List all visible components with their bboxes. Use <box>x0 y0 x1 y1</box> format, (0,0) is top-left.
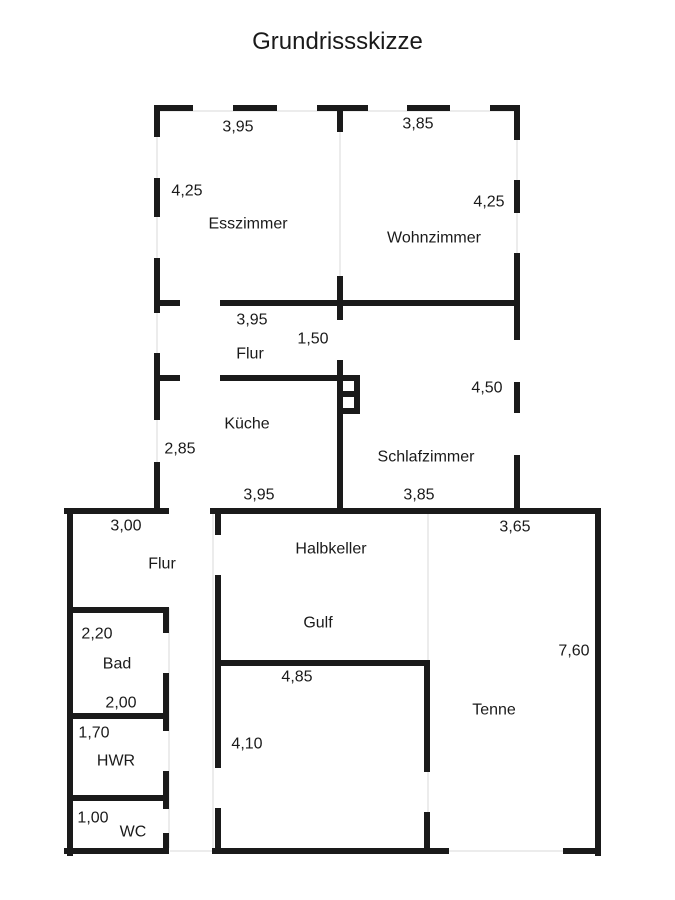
wall-segment <box>154 353 160 420</box>
dimension-label: 7,60 <box>558 643 589 660</box>
wall-segment <box>490 105 520 111</box>
dimension-label: 3,85 <box>402 116 433 133</box>
wall-segment <box>514 180 520 213</box>
room-name-flur: Flur <box>236 346 264 363</box>
wall-segment <box>67 607 169 613</box>
room-name-kueche: Küche <box>224 416 269 433</box>
wall-segment <box>340 391 360 397</box>
wall-segment <box>337 105 343 132</box>
wall-segment <box>163 833 169 854</box>
wall-segment <box>220 300 520 306</box>
wall-segment <box>64 848 169 854</box>
dimension-label: 2,00 <box>105 695 136 712</box>
wall-segment <box>154 258 160 313</box>
dimension-label: 3,65 <box>499 519 530 536</box>
room-name-wohnzimmer: Wohnzimmer <box>387 230 482 247</box>
wall-segment <box>514 105 520 140</box>
wall-segment <box>424 660 430 772</box>
dimension-label: 4,50 <box>471 380 502 397</box>
wall-segment <box>424 812 430 854</box>
room-name-gulf: Gulf <box>303 615 333 632</box>
dimension-label: 1,50 <box>297 331 328 348</box>
wall-segment <box>354 375 360 414</box>
wall-segment <box>233 105 277 111</box>
wall-segment <box>215 808 221 854</box>
dimension-label: 3,00 <box>110 518 141 535</box>
wall-segment <box>154 462 160 511</box>
wall-segment <box>67 795 169 801</box>
wall-segment <box>215 575 221 768</box>
room-name-bad: Bad <box>103 656 131 673</box>
wall-segment <box>514 382 520 413</box>
room-name-hwr: HWR <box>97 753 135 770</box>
dimension-label: 1,70 <box>78 725 109 742</box>
room-name-flur-unten: Flur <box>148 556 176 573</box>
wall-segment <box>595 508 601 856</box>
dimension-label: 3,95 <box>243 487 274 504</box>
wall-segment <box>340 375 360 381</box>
dimension-label: 3,85 <box>403 487 434 504</box>
dimension-label: 3,95 <box>236 312 267 329</box>
dimension-label: 2,85 <box>164 441 195 458</box>
wall-segment <box>64 508 169 514</box>
wall-segment <box>215 508 221 535</box>
page-title: Grundrissskizze <box>252 28 423 55</box>
wall-segment <box>154 105 160 137</box>
wall-segment <box>67 713 169 719</box>
wall-segment <box>514 253 520 340</box>
wall-segment <box>407 105 450 111</box>
room-name-halbkeller: Halbkeller <box>295 541 367 558</box>
wall-segment <box>337 360 343 511</box>
wall-segment <box>212 848 449 854</box>
dimension-label: 4,10 <box>231 736 262 753</box>
wall-segment <box>163 673 169 731</box>
wall-segment <box>210 508 601 514</box>
room-name-schlafzimmer: Schlafzimmer <box>378 449 476 466</box>
walls <box>64 105 601 856</box>
dimension-label: 1,00 <box>77 810 108 827</box>
dimension-label: 3,95 <box>222 119 253 136</box>
wall-segment <box>154 178 160 217</box>
wall-segment <box>154 300 180 306</box>
room-name-esszimmer: Esszimmer <box>208 216 288 233</box>
room-name-tenne: Tenne <box>472 702 516 719</box>
wall-segment <box>154 105 193 111</box>
wall-segment <box>163 771 169 809</box>
wall-segment <box>514 455 520 511</box>
dimension-label: 4,25 <box>473 194 504 211</box>
dimension-label: 2,20 <box>81 626 112 643</box>
wall-segment <box>154 375 180 381</box>
dimension-label: 4,25 <box>171 183 202 200</box>
wall-segment <box>163 607 169 633</box>
wall-segment <box>67 508 73 856</box>
wall-segment <box>220 375 342 381</box>
wall-segment <box>563 848 601 854</box>
dimension-label: 4,85 <box>281 669 312 686</box>
wall-segment <box>337 276 343 320</box>
room-name-wc: WC <box>120 824 147 841</box>
wall-segment <box>218 660 430 666</box>
wall-segment <box>340 408 360 414</box>
